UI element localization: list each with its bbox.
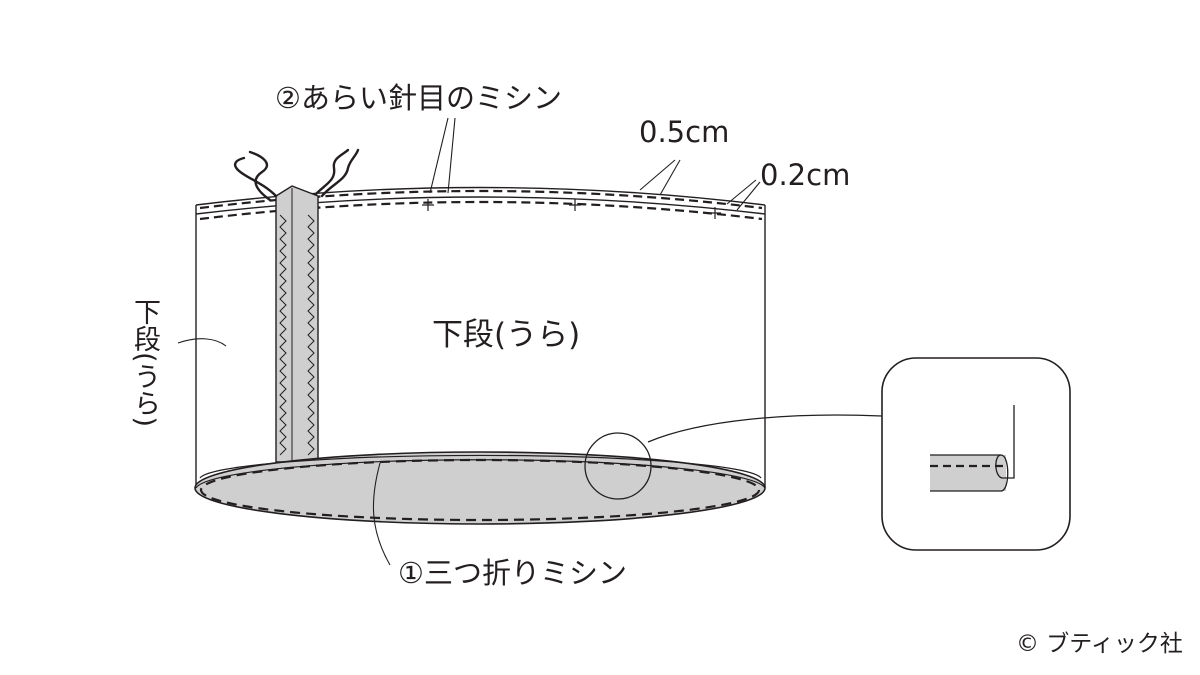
leader-05-2 xyxy=(659,159,681,196)
leader-coarse-1 xyxy=(429,117,449,194)
thread-tail-1 xyxy=(248,150,272,202)
detail-box xyxy=(881,357,1071,551)
magnify-circle xyxy=(584,432,652,500)
marker-plus-1 xyxy=(422,199,434,211)
detail-fabric-line xyxy=(995,405,1015,479)
leader-coarse-2 xyxy=(447,117,456,194)
hem-fold-line xyxy=(199,454,762,479)
thread-tail-4 xyxy=(320,148,360,198)
leader-side-label xyxy=(177,338,227,347)
label-coarse-stitch: ②あらい針目のミシン xyxy=(275,81,562,115)
label-body-side: 下段(うら) xyxy=(129,298,160,428)
leader-lines xyxy=(177,117,761,566)
hem-stitch-line xyxy=(199,458,761,522)
leader-tri-fold xyxy=(372,462,391,566)
detail-fold-outline xyxy=(930,454,1009,492)
leader-02-2 xyxy=(736,181,761,211)
label-measure-05cm: 0.5cm xyxy=(639,115,730,149)
thread-tail-2 xyxy=(233,156,278,198)
marker-plus-3 xyxy=(709,207,721,219)
zigzag-right xyxy=(307,214,315,456)
label-copyright: © ブティック社 xyxy=(1016,631,1183,657)
detail-hem-fill xyxy=(930,455,1006,491)
thread-tail-3 xyxy=(314,148,350,196)
detail-box-frame xyxy=(881,357,1071,551)
label-body-center: 下段(うら) xyxy=(432,317,581,353)
top-rim-outer xyxy=(195,186,766,206)
marker-plus-2 xyxy=(569,199,581,211)
leader-02-1 xyxy=(726,179,757,205)
seam-strip xyxy=(275,185,319,463)
label-measure-02cm: 0.2cm xyxy=(760,158,851,192)
magnify-connector xyxy=(647,414,883,443)
seam-allowance xyxy=(275,185,319,463)
magnifier xyxy=(584,414,883,500)
top-rim-inner xyxy=(195,196,766,215)
label-tri-fold-stitch: ①三つ折りミシン xyxy=(398,556,627,590)
zigzag-left xyxy=(279,214,287,456)
bottom-hem xyxy=(194,451,766,525)
cylinder-body xyxy=(195,186,766,488)
leader-05-1 xyxy=(639,159,676,191)
thread-tails xyxy=(233,148,360,202)
